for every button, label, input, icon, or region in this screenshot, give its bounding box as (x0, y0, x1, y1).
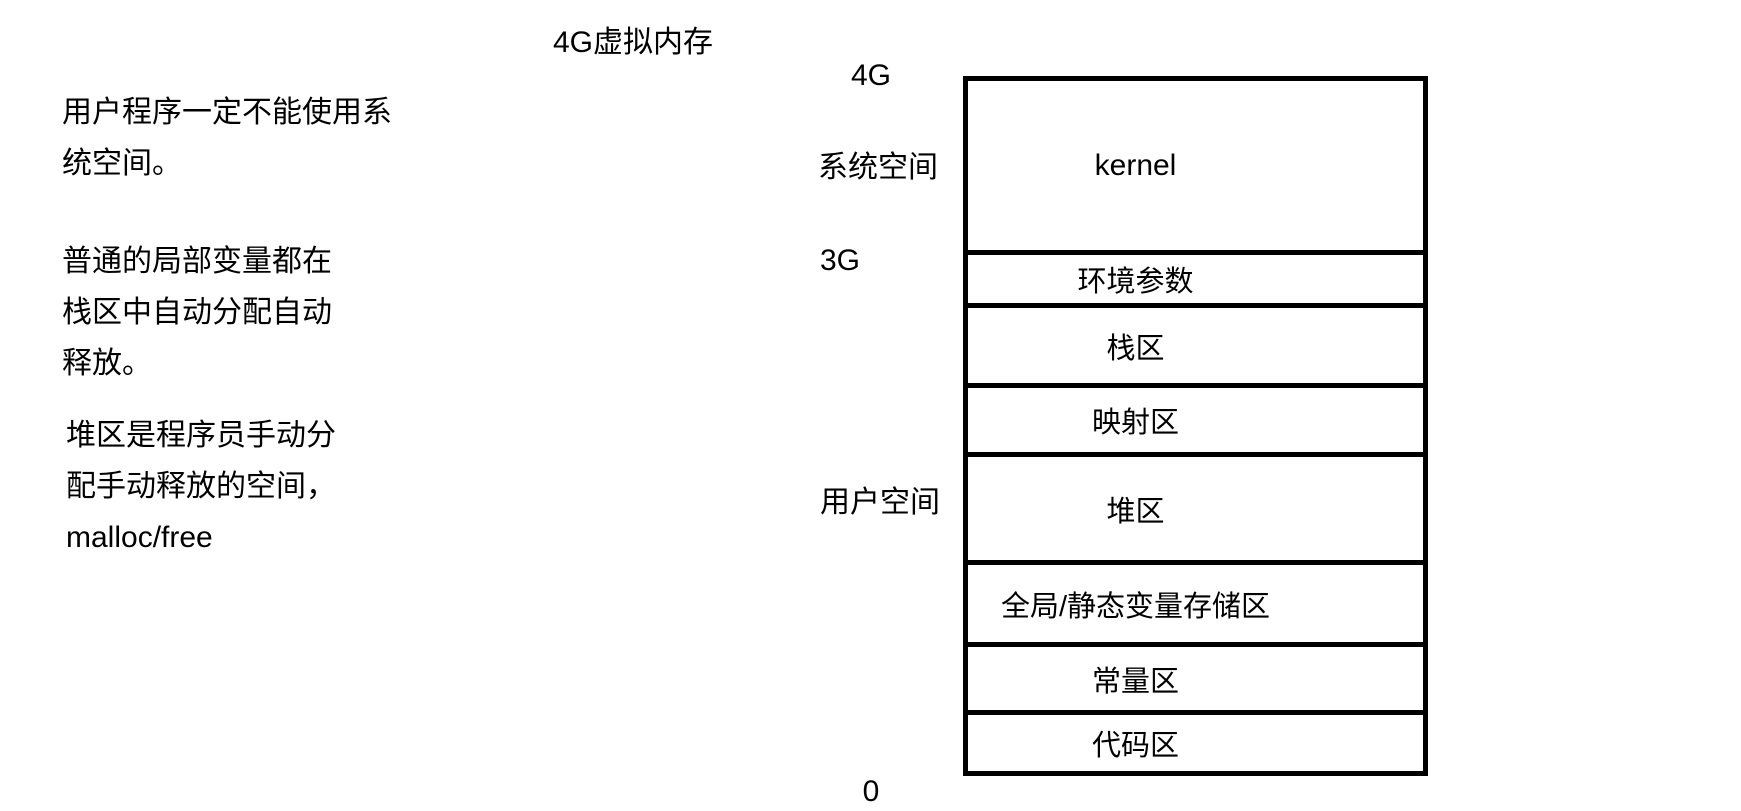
region-label: 堆区 (1106, 495, 1165, 528)
memory-layout-diagram: kernel 环境参数 栈区 映射区 堆区 全局/静态变量存储区 常量区 代码区 (963, 76, 1428, 776)
axis-label-4g: 4G (850, 59, 892, 92)
region-code: 代码区 (968, 710, 1423, 771)
axis-label-user-space: 用户空间 (820, 486, 940, 519)
note-user-space-restriction: 用户程序一定不能使用系 统空间。 (62, 87, 392, 189)
note-line: 统空间。 (62, 147, 182, 180)
region-global-static-storage: 全局/静态变量存储区 (968, 560, 1423, 642)
note-line: malloc/free (66, 521, 213, 554)
note-line: 用户程序一定不能使用系 (62, 96, 392, 129)
note-local-variables-stack: 普通的局部变量都在 栈区中自动分配自动 释放。 (62, 236, 332, 389)
note-line: 配手动释放的空间， (66, 470, 336, 503)
region-label: 常量区 (1091, 665, 1179, 698)
region-env-params: 环境参数 (968, 250, 1423, 303)
axis-label-system-space: 系统空间 (818, 151, 938, 184)
region-heap: 堆区 (968, 452, 1423, 560)
region-label: 代码区 (1091, 730, 1179, 762)
region-kernel: kernel (968, 81, 1423, 250)
region-mapping: 映射区 (968, 383, 1423, 452)
axis-label-zero: 0 (862, 775, 880, 808)
region-label: kernel (1094, 148, 1177, 182)
axis-label-3g: 3G (819, 244, 861, 277)
region-label: 栈区 (1106, 332, 1165, 365)
note-line: 栈区中自动分配自动 (62, 296, 332, 329)
note-line: 释放。 (62, 347, 152, 380)
note-line: 堆区是程序员手动分 (66, 419, 336, 452)
page-title: 4G虚拟内存 (553, 26, 714, 59)
region-label: 环境参数 (1077, 266, 1194, 298)
region-constants: 常量区 (968, 642, 1423, 710)
note-heap-manual-malloc-free: 堆区是程序员手动分 配手动释放的空间， malloc/free (66, 410, 336, 563)
region-stack: 栈区 (968, 303, 1423, 383)
region-label: 全局/静态变量存储区 (1000, 590, 1271, 623)
region-label: 映射区 (1091, 407, 1179, 439)
note-line: 普通的局部变量都在 (62, 245, 332, 278)
